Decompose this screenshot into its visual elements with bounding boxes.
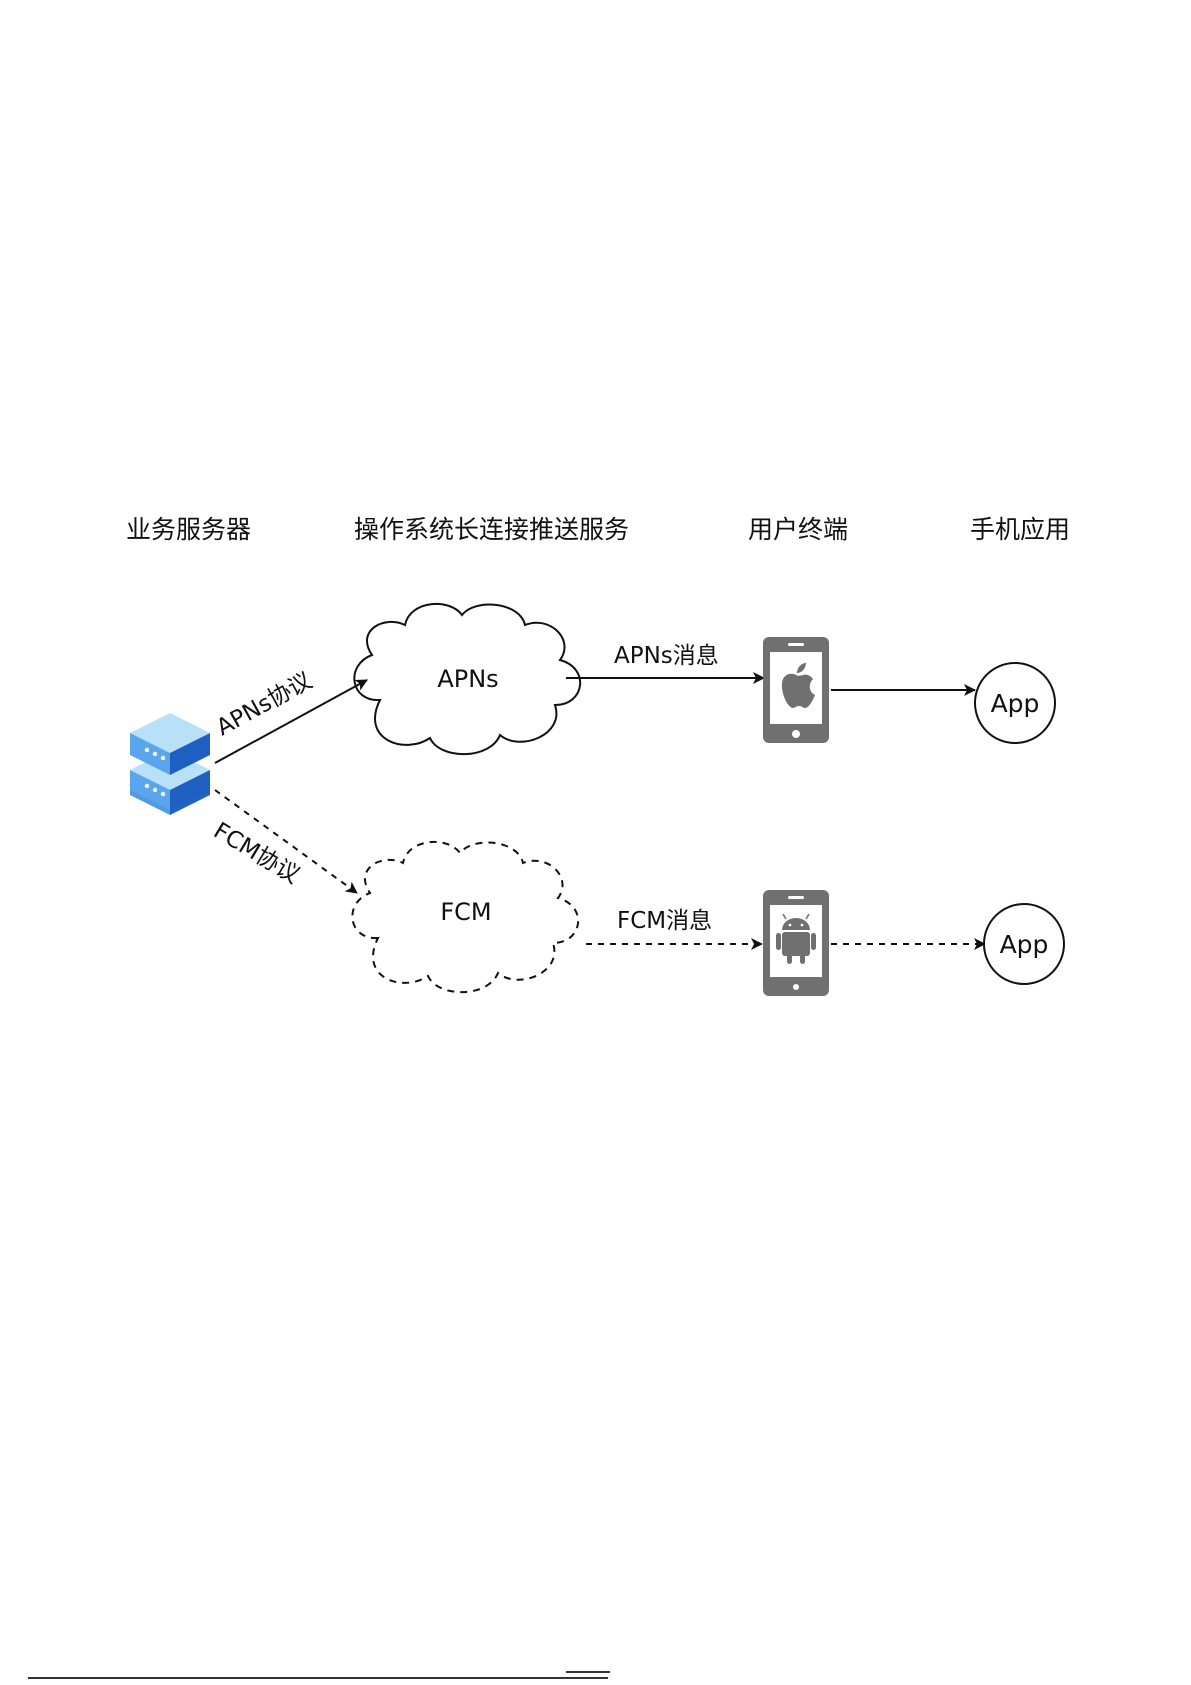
android-phone-icon	[763, 890, 829, 996]
footer-rule-tick	[566, 1671, 610, 1673]
fcm-protocol-label: FCM协议	[209, 818, 304, 889]
apns-cloud-label: APNs	[437, 665, 498, 693]
fcm-message-label: FCM消息	[617, 908, 712, 934]
header-os-push-service: 操作系统长连接推送服务	[354, 515, 629, 544]
footer-rule	[28, 1677, 608, 1679]
server-icon	[130, 713, 210, 815]
fcm-cloud-label: FCM	[440, 898, 491, 926]
header-user-terminal: 用户终端	[748, 515, 848, 544]
ios-phone-icon	[763, 637, 829, 743]
apns-message-label: APNs消息	[614, 643, 719, 669]
android-app-label: App	[1000, 930, 1049, 959]
ios-app-label: App	[991, 689, 1040, 718]
header-business-server: 业务服务器	[126, 515, 251, 544]
header-mobile-app: 手机应用	[970, 515, 1070, 544]
apns-protocol-label: APNs协议	[212, 668, 316, 742]
